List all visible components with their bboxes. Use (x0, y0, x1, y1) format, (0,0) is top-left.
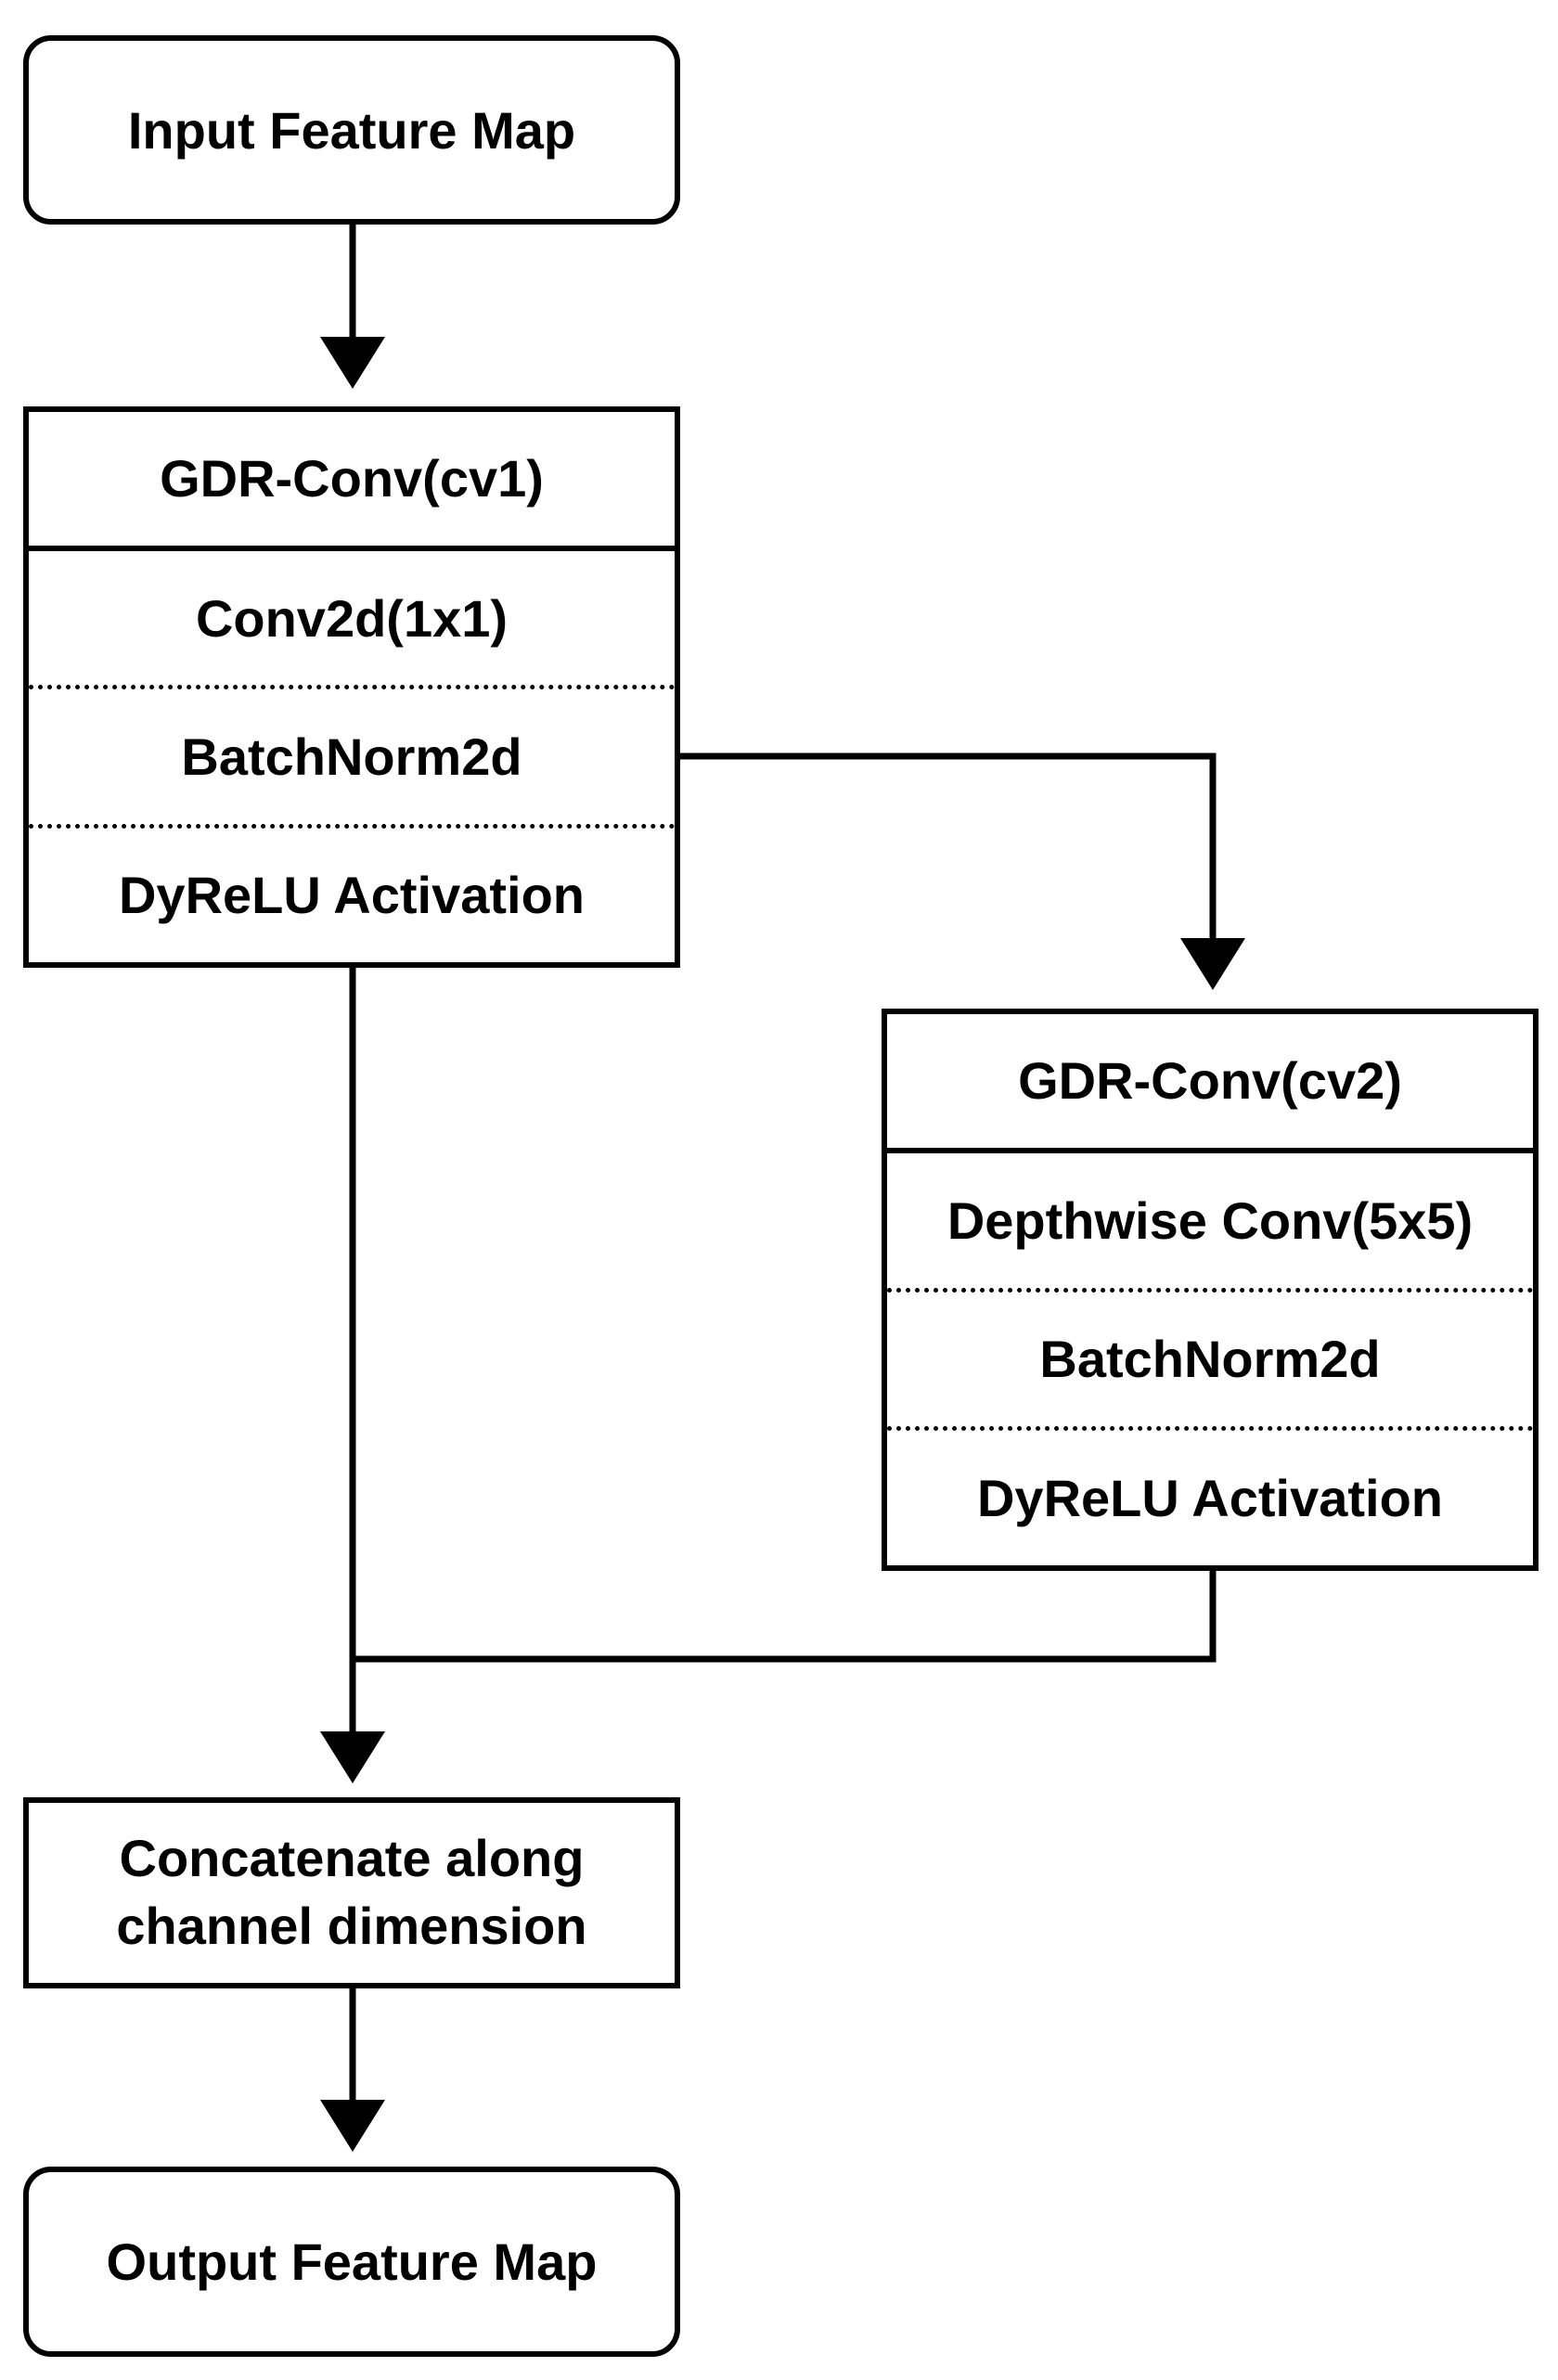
cv2-layer-depthwise-conv: Depthwise Conv(5x5) (946, 1190, 1474, 1250)
concatenate-node: Concatenate along channel dimension (23, 1797, 680, 1988)
line-cv2-to-merge (353, 1568, 1217, 1663)
gdr-conv-cv2-block: GDR-Conv(cv2) Depthwise Conv(5x5) BatchN… (882, 1009, 1539, 1571)
cv1-layer-conv2d: Conv2d(1x1) (195, 588, 509, 648)
output-feature-map-label: Output Feature Map (106, 2232, 598, 2291)
input-feature-map-label: Input Feature Map (127, 100, 576, 160)
cv2-layer-batchnorm: BatchNorm2d (887, 1287, 1533, 1427)
arrow-cv1-to-cv2 (679, 753, 1245, 990)
output-feature-map-node: Output Feature Map (23, 2167, 680, 2357)
concatenate-label: Concatenate along channel dimension (116, 1829, 587, 1955)
cv1-layer-dyrelu: DyReLU Activation (29, 823, 675, 962)
cv2-layer-dyrelu: DyReLU Activation (887, 1426, 1533, 1565)
input-feature-map-node: Input Feature Map (23, 35, 680, 225)
cv2-title: GDR-Conv(cv2) (887, 1014, 1533, 1153)
gdr-conv-cv1-block: GDR-Conv(cv1) Conv2d(1x1) BatchNorm2d Dy… (23, 406, 680, 968)
cv1-title: GDR-Conv(cv1) (29, 412, 675, 551)
cv1-layer-batchnorm: BatchNorm2d (29, 685, 675, 823)
